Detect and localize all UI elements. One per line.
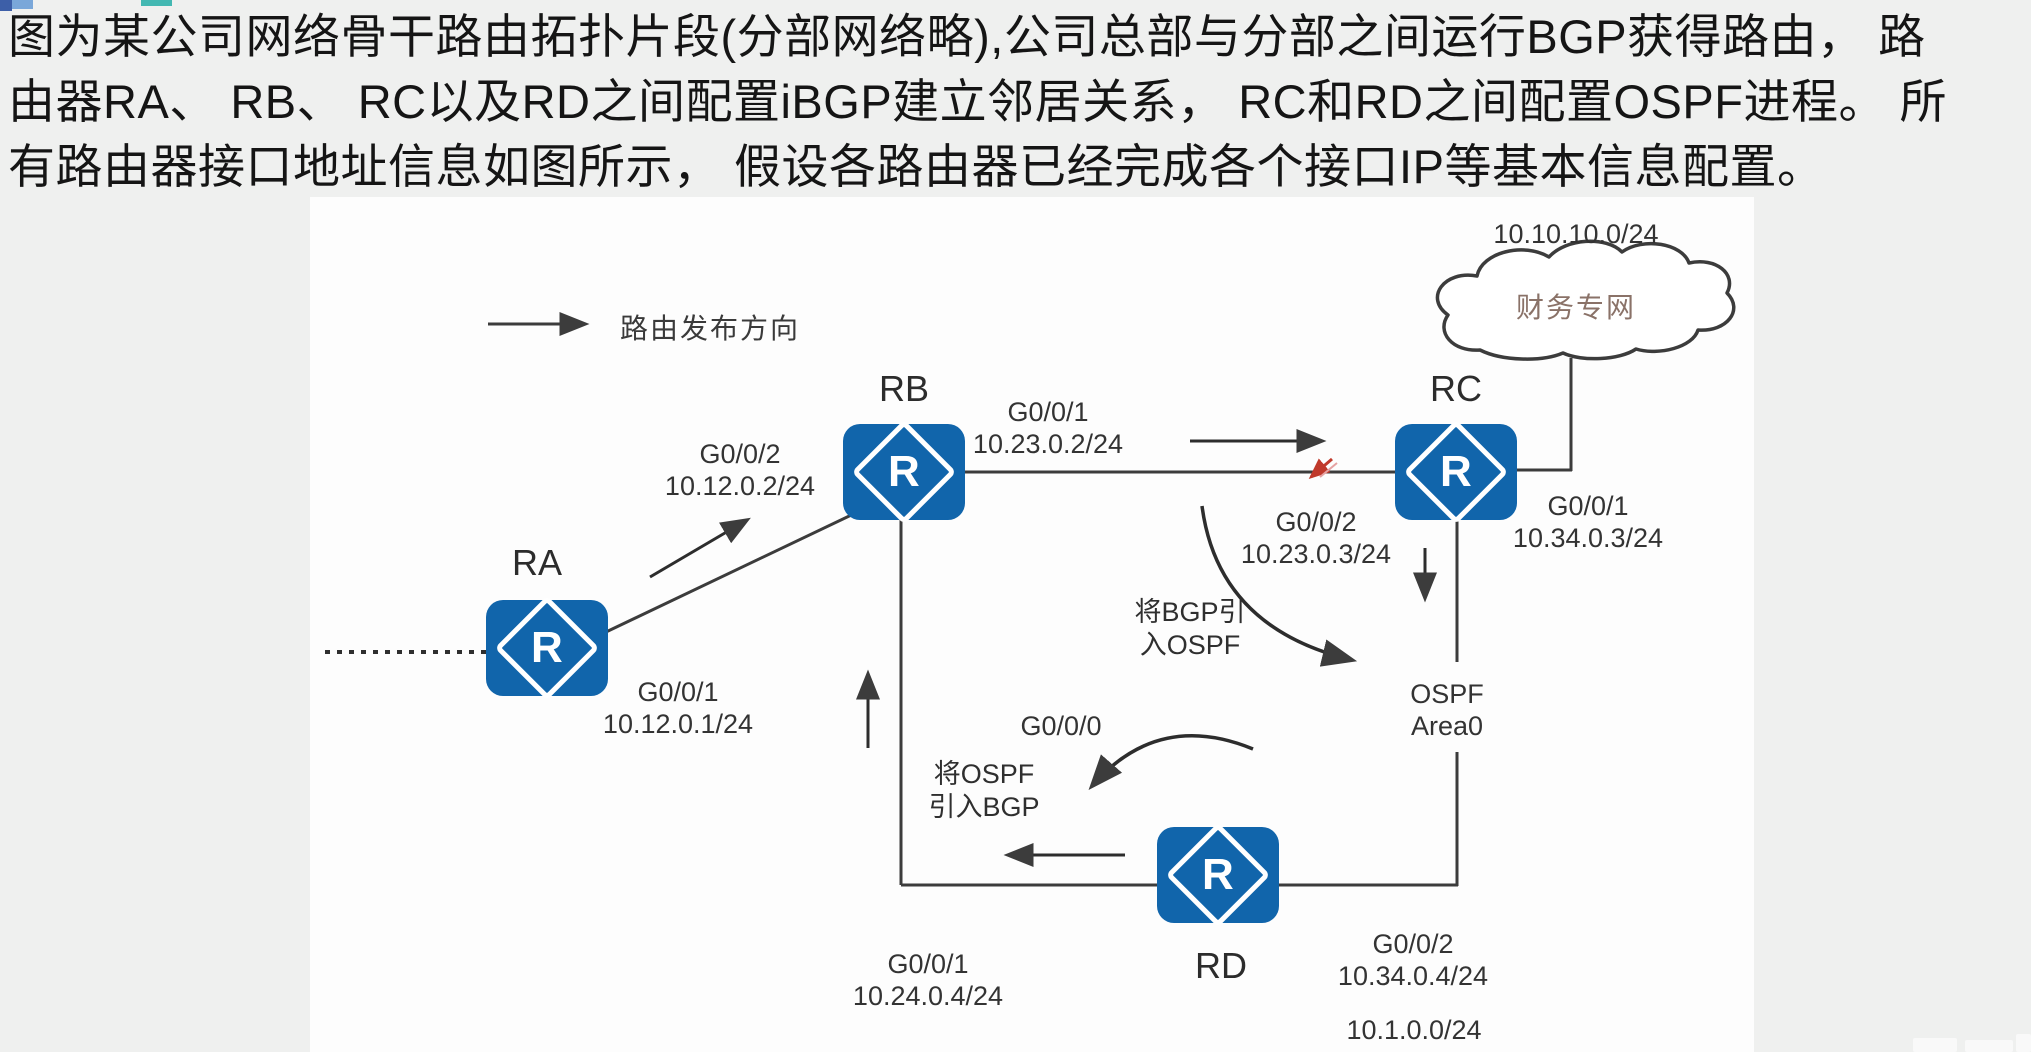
router-letter: R <box>1202 850 1234 899</box>
annotation-line: 将BGP引 <box>1134 597 1246 627</box>
iface-ra-g001: G0/0/1 10.12.0.1/24 <box>568 676 788 740</box>
iface-rc-g001: G0/0/1 10.34.0.3/24 <box>1478 490 1698 554</box>
iface-ip: 10.23.0.2/24 <box>972 429 1124 459</box>
router-ra: R <box>486 595 608 701</box>
router-rb-name: RB <box>878 368 929 409</box>
annotation-line: 引入BGP <box>928 792 1040 822</box>
iface-rd-g000: G0/0/0 <box>951 710 1171 742</box>
router-rc-name: RC <box>1430 368 1482 409</box>
iface-rc-g002: G0/0/2 10.23.0.3/24 <box>1206 506 1426 570</box>
annotation-line: 入OSPF <box>1139 630 1241 660</box>
video-artifact <box>0 0 12 11</box>
question-text-line2: 由器RA、 RB、 RC以及RD之间配置iBGP建立邻居关系， RC和RD之间配… <box>8 75 1948 128</box>
iface-rd-g002: G0/0/2 10.34.0.4/24 <box>1303 928 1523 992</box>
watermark <box>2016 1034 2031 1052</box>
iface-ip: 10.24.0.4/24 <box>852 981 1004 1011</box>
iface-rd-g001: G0/0/1 10.24.0.4/24 <box>818 948 1038 1012</box>
iface-port: G0/0/1 <box>1007 397 1089 427</box>
router-rb: R <box>843 419 965 525</box>
video-artifact <box>12 0 33 9</box>
iface-port: G0/0/2 <box>1275 507 1357 537</box>
router-rd-name: RD <box>1195 945 1247 986</box>
router-letter: R <box>531 623 563 672</box>
router-ra-name: RA <box>511 542 562 583</box>
iface-port: G0/0/1 <box>637 677 719 707</box>
cloud-network-prefix: 10.10.10.0/24 <box>1466 218 1686 250</box>
ospf-area-label: OSPF Area0 <box>1337 678 1557 742</box>
iface-ip: 10.34.0.4/24 <box>1337 961 1489 991</box>
area0-label: Area0 <box>1410 711 1484 741</box>
annotation-import-bgp-into-ospf: 将BGP引 入OSPF <box>1080 596 1300 662</box>
iface-ip: 10.34.0.3/24 <box>1512 523 1664 553</box>
question-text-line1: 图为某公司网络骨干路由拓扑片段(分部网络略),公司总部与分部之间运行BGP获得路… <box>8 10 1926 63</box>
iface-ip: 10.12.0.2/24 <box>664 471 816 501</box>
watermark <box>1965 1040 2013 1052</box>
iface-port: G0/0/2 <box>699 439 781 469</box>
legend-route-direction-label: 路由发布方向 <box>620 313 801 344</box>
ospf-label: OSPF <box>1410 679 1484 709</box>
router-letter: R <box>1440 447 1472 496</box>
router-rd: R <box>1157 822 1279 928</box>
router-letter: R <box>888 447 920 496</box>
iface-port: G0/0/1 <box>1547 491 1629 521</box>
bottom-network-prefix: 10.1.0.0/24 <box>1304 1014 1524 1046</box>
watermark <box>1913 1038 1957 1052</box>
iface-rb-g001: G0/0/1 10.23.0.2/24 <box>938 396 1158 460</box>
iface-ip: 10.23.0.3/24 <box>1240 539 1392 569</box>
router-rc: R <box>1395 419 1517 525</box>
router-diamond-icon: R <box>1165 822 1271 928</box>
iface-rb-g002: G0/0/2 10.12.0.2/24 <box>630 438 850 502</box>
cloud-network-prefix-text: 10.10.10.0/24 <box>1493 219 1659 249</box>
question-text: 图为某公司网络骨干路由拓扑片段(分部网络略),公司总部与分部之间运行BGP获得路… <box>8 4 2028 199</box>
finance-cloud-label: 财务专网 <box>1515 292 1636 323</box>
iface-port: G0/0/0 <box>1020 711 1102 741</box>
iface-port: G0/0/1 <box>887 949 969 979</box>
annotation-import-ospf-into-bgp: 将OSPF 引入BGP <box>874 758 1094 824</box>
video-artifact <box>141 0 172 6</box>
iface-ip: 10.12.0.1/24 <box>602 709 754 739</box>
annotation-line: 将OSPF <box>933 759 1035 789</box>
iface-port: G0/0/2 <box>1372 929 1454 959</box>
question-text-line3: 有路由器接口地址信息如图所示， 假设各路由器已经完成各个接口IP等基本信息配置。 <box>8 140 1825 193</box>
bottom-network-prefix-text: 10.1.0.0/24 <box>1346 1015 1482 1045</box>
